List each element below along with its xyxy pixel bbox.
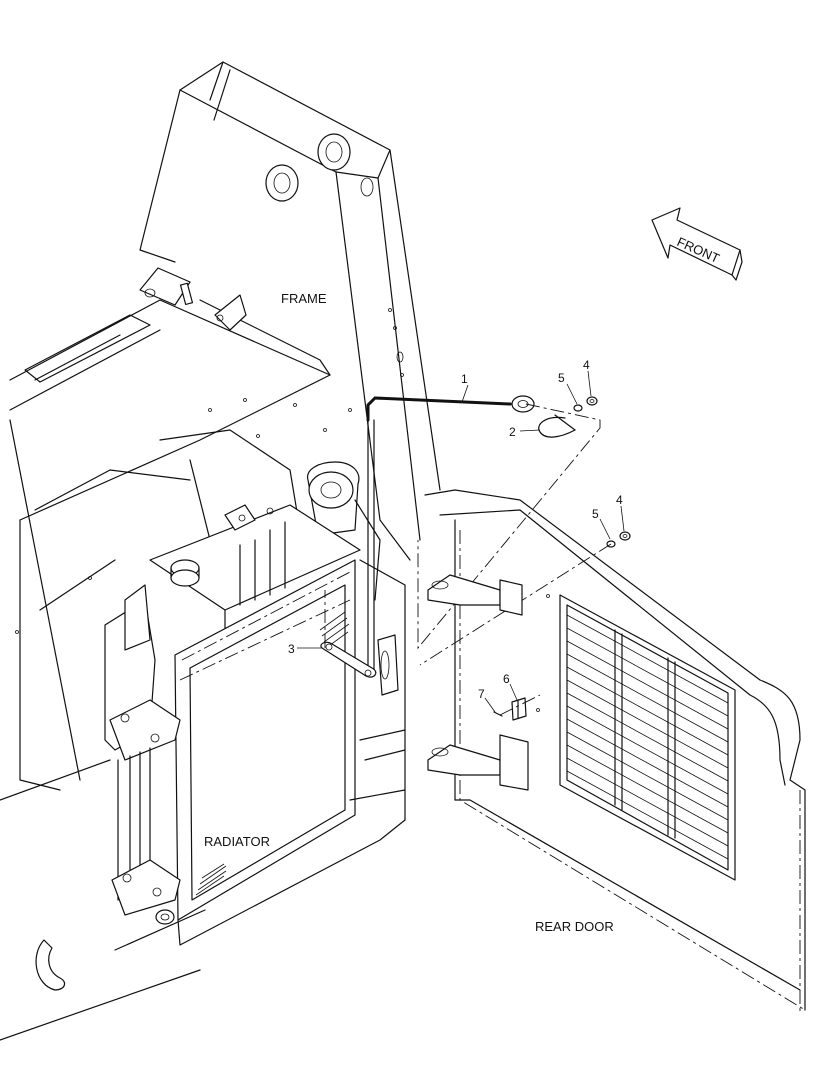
callout-4-top: 4 xyxy=(583,358,590,372)
label-rear-door: REAR DOOR xyxy=(535,919,614,934)
callout-5-door: 5 xyxy=(592,507,599,521)
callout-3: 3 xyxy=(288,642,295,656)
pivot-boss-upper xyxy=(317,133,351,171)
callout-1: 1 xyxy=(461,372,468,386)
part-2-u-bolt xyxy=(538,414,576,438)
part-4-5-fasteners-top xyxy=(573,396,598,412)
frame-upright-post xyxy=(139,61,441,561)
label-radiator: RADIATOR xyxy=(204,834,270,849)
pivot-boss-lower xyxy=(265,164,299,202)
front-direction-arrow: FRONT xyxy=(651,207,743,281)
part-6-latch-clip xyxy=(511,697,527,721)
part-3-link-plate xyxy=(320,641,377,678)
part-7-screw xyxy=(493,711,503,717)
exhaust-outlet xyxy=(307,461,381,601)
callout-leaders xyxy=(297,370,625,713)
core-hatch-top xyxy=(319,611,350,649)
frame-deck xyxy=(0,267,352,1041)
label-frame: FRAME xyxy=(281,291,327,306)
radiator-assembly xyxy=(104,504,406,951)
callout-5-top: 5 xyxy=(558,371,565,385)
callout-4-door: 4 xyxy=(616,493,623,507)
callout-2: 2 xyxy=(509,425,516,439)
rear-door xyxy=(424,489,806,1015)
core-hatch-bottom xyxy=(195,863,227,896)
lifting-eye xyxy=(35,939,66,991)
callout-7: 7 xyxy=(478,687,485,701)
callout-6: 6 xyxy=(503,672,510,686)
door-grille xyxy=(559,594,736,881)
part-1-support-rod xyxy=(366,395,535,676)
